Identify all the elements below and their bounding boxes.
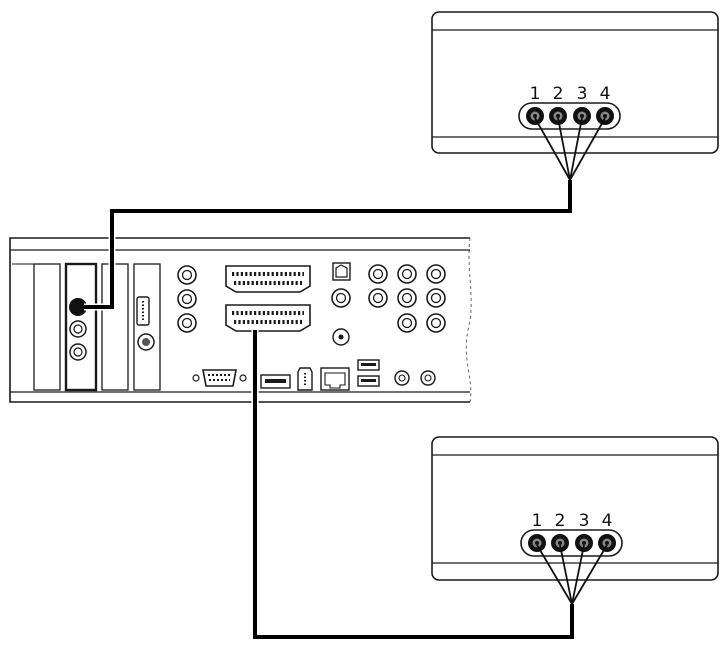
device-top-port-label-1: 1 [530, 84, 541, 104]
device-top-fan-wires [534, 117, 606, 181]
device-top-port-label-3: 3 [577, 84, 588, 104]
vga-port-icon[interactable] [192, 369, 247, 387]
device-top-body [431, 11, 719, 154]
device-bottom-jack-2[interactable] [551, 534, 569, 552]
device-bottom-jack-1[interactable] [528, 534, 546, 552]
optical-port-icon[interactable] [332, 262, 351, 281]
rca-jack-icon[interactable] [177, 313, 197, 333]
device-top-jack-panel [518, 102, 621, 130]
device-top-jack-1[interactable] [526, 107, 544, 125]
expansion-slot-1 [33, 263, 61, 391]
device-bottom-jack-panel [520, 529, 623, 557]
expansion-slot-4 [133, 263, 161, 391]
rca-jack-icon[interactable] [426, 313, 446, 333]
scart-connector-icon[interactable] [225, 304, 311, 332]
device-bottom-fan-wires [536, 544, 608, 605]
rca-jack-icon[interactable] [177, 265, 197, 285]
device-bottom-port-label-3: 3 [579, 511, 590, 531]
cable-to-bottom-device-core [253, 330, 574, 639]
device-top-port-label-4: 4 [600, 84, 611, 104]
rca-jack-grid-right [368, 264, 446, 333]
usb-port-icon[interactable] [357, 359, 380, 371]
pc-chassis-cut-edge [465, 237, 472, 403]
device-top-port-label-2: 2 [553, 84, 564, 104]
firewire-card-port-icon[interactable] [136, 296, 150, 326]
rca-jack-icon[interactable] [368, 264, 388, 284]
device-top-jack-4[interactable] [596, 107, 614, 125]
rca-jack-icon[interactable] [368, 288, 388, 308]
device-bottom-body [431, 436, 719, 581]
device-bottom-port-label-4: 4 [602, 511, 613, 531]
rca-jack-icon[interactable] [397, 313, 417, 333]
device-top-jack-3[interactable] [573, 107, 591, 125]
coax-port-icon[interactable] [332, 328, 350, 346]
audio-jack-icon[interactable] [420, 370, 436, 386]
usb-port-icon[interactable] [357, 375, 380, 387]
cable-to-top-device-core [84, 180, 572, 309]
cable-plug-top [73, 302, 83, 312]
device-bottom-port-label-1: 1 [532, 511, 543, 531]
rca-jack-icon[interactable] [177, 289, 197, 309]
card-rca-jack-1[interactable] [69, 320, 87, 338]
device-top-jack-2[interactable] [549, 107, 567, 125]
device-bottom-jack-4[interactable] [598, 534, 616, 552]
ethernet-port-icon[interactable] [320, 367, 350, 391]
rca-jack-icon[interactable] [331, 288, 351, 308]
rca-jack-icon[interactable] [397, 288, 417, 308]
device-top: 1 2 3 4 [431, 11, 719, 181]
rca-jack-icon[interactable] [426, 264, 446, 284]
card-rca-jack-2[interactable] [69, 343, 87, 361]
scart-connector-icon[interactable] [225, 265, 311, 293]
firewire-port-icon[interactable] [297, 367, 313, 391]
hdmi-port-icon[interactable] [260, 374, 291, 389]
rca-jack-icon[interactable] [397, 264, 417, 284]
s-video-icon[interactable] [137, 333, 155, 351]
rca-jack-column-left [177, 265, 197, 333]
device-bottom-jack-3[interactable] [575, 534, 593, 552]
audio-jack-icon[interactable] [394, 370, 410, 386]
device-bottom: 1 2 3 4 [431, 436, 719, 605]
rca-jack-icon[interactable] [426, 288, 446, 308]
pc-back-panel [9, 237, 472, 403]
device-bottom-port-label-2: 2 [555, 511, 566, 531]
